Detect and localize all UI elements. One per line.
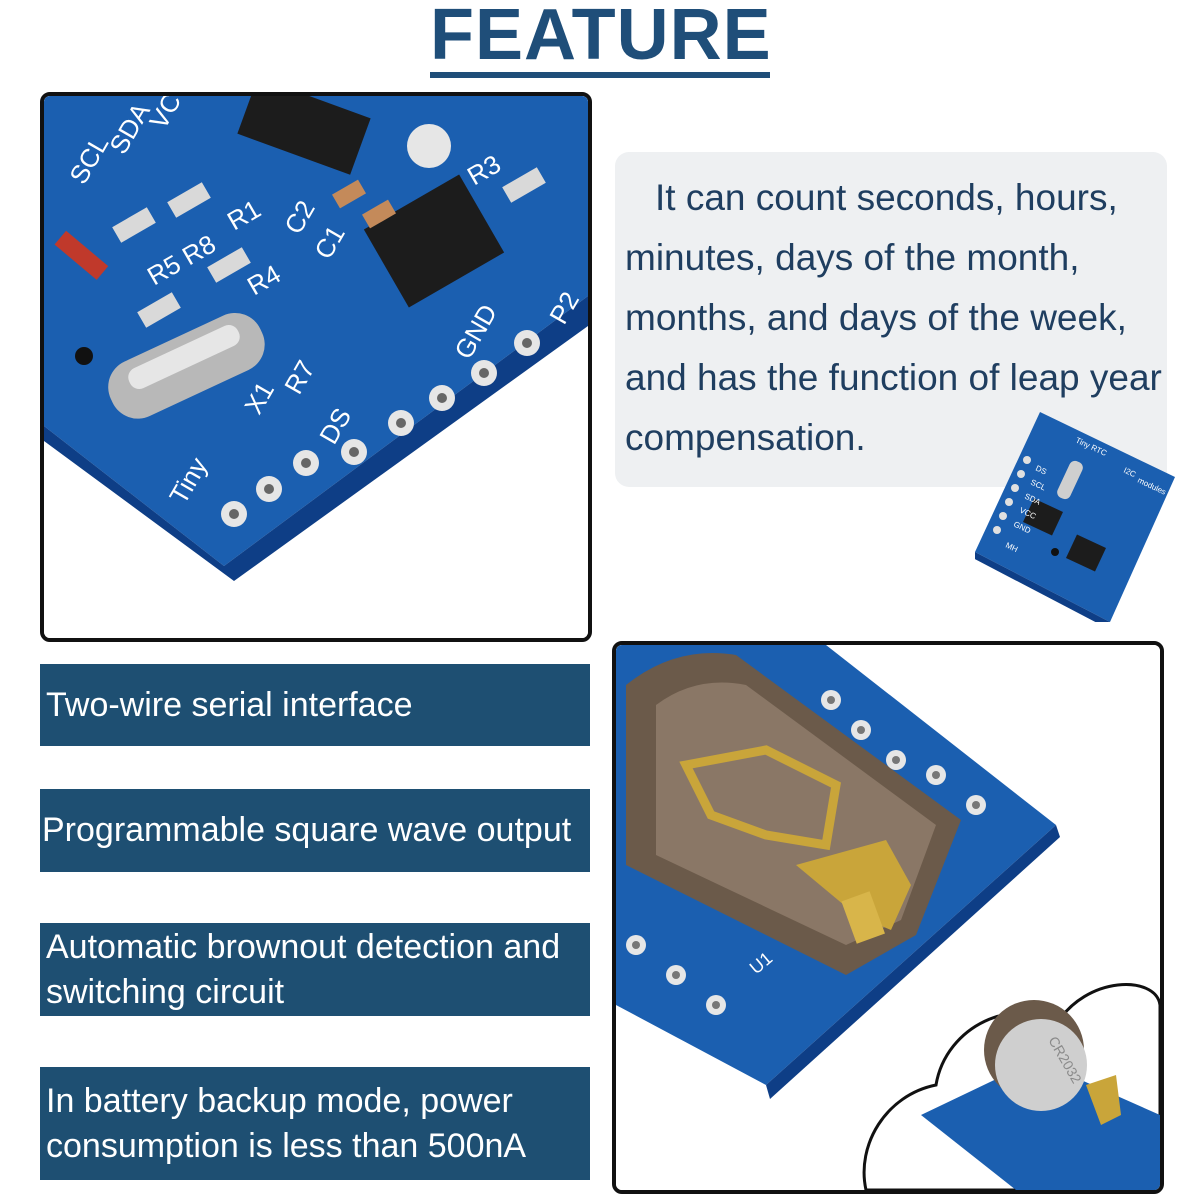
battery-holder-illustration: U1 CR2032 (616, 645, 1160, 1190)
feature-text-4: In battery backup mode, power consumptio… (46, 1081, 527, 1165)
pcb-closeup-photo: SCL SDA VCC GND DS X1 R7 R5 R8 R4 R1 R3 … (40, 92, 592, 642)
feature-bar-3: Automatic brownout detection and switchi… (40, 923, 590, 1016)
title-underline (430, 72, 770, 78)
page-title: FEATURE (430, 0, 772, 75)
battery-holder-photo: U1 CR2032 (612, 641, 1164, 1194)
feature-bar-1: Two-wire serial interface (40, 664, 590, 746)
feature-text-2: Programmable square wave output (42, 811, 572, 849)
thumb-label-ds: DS (1034, 464, 1048, 477)
rtc-board-thumbnail: Tiny RTC I2C modules DS SCL SDA VCC GND … (975, 412, 1175, 622)
description-text: It can count seconds, hours, minutes, da… (625, 177, 1162, 458)
feature-text-1: Two-wire serial interface (46, 685, 413, 724)
feature-bar-2: Programmable square wave output (40, 789, 590, 872)
coin-cell (995, 1019, 1087, 1111)
feature-text-3: Automatic brownout detection and switchi… (46, 927, 561, 1011)
pcb-closeup-illustration: SCL SDA VCC GND DS X1 R7 R5 R8 R4 R1 R3 … (44, 96, 588, 638)
feature-bar-4: In battery backup mode, power consumptio… (40, 1067, 590, 1180)
